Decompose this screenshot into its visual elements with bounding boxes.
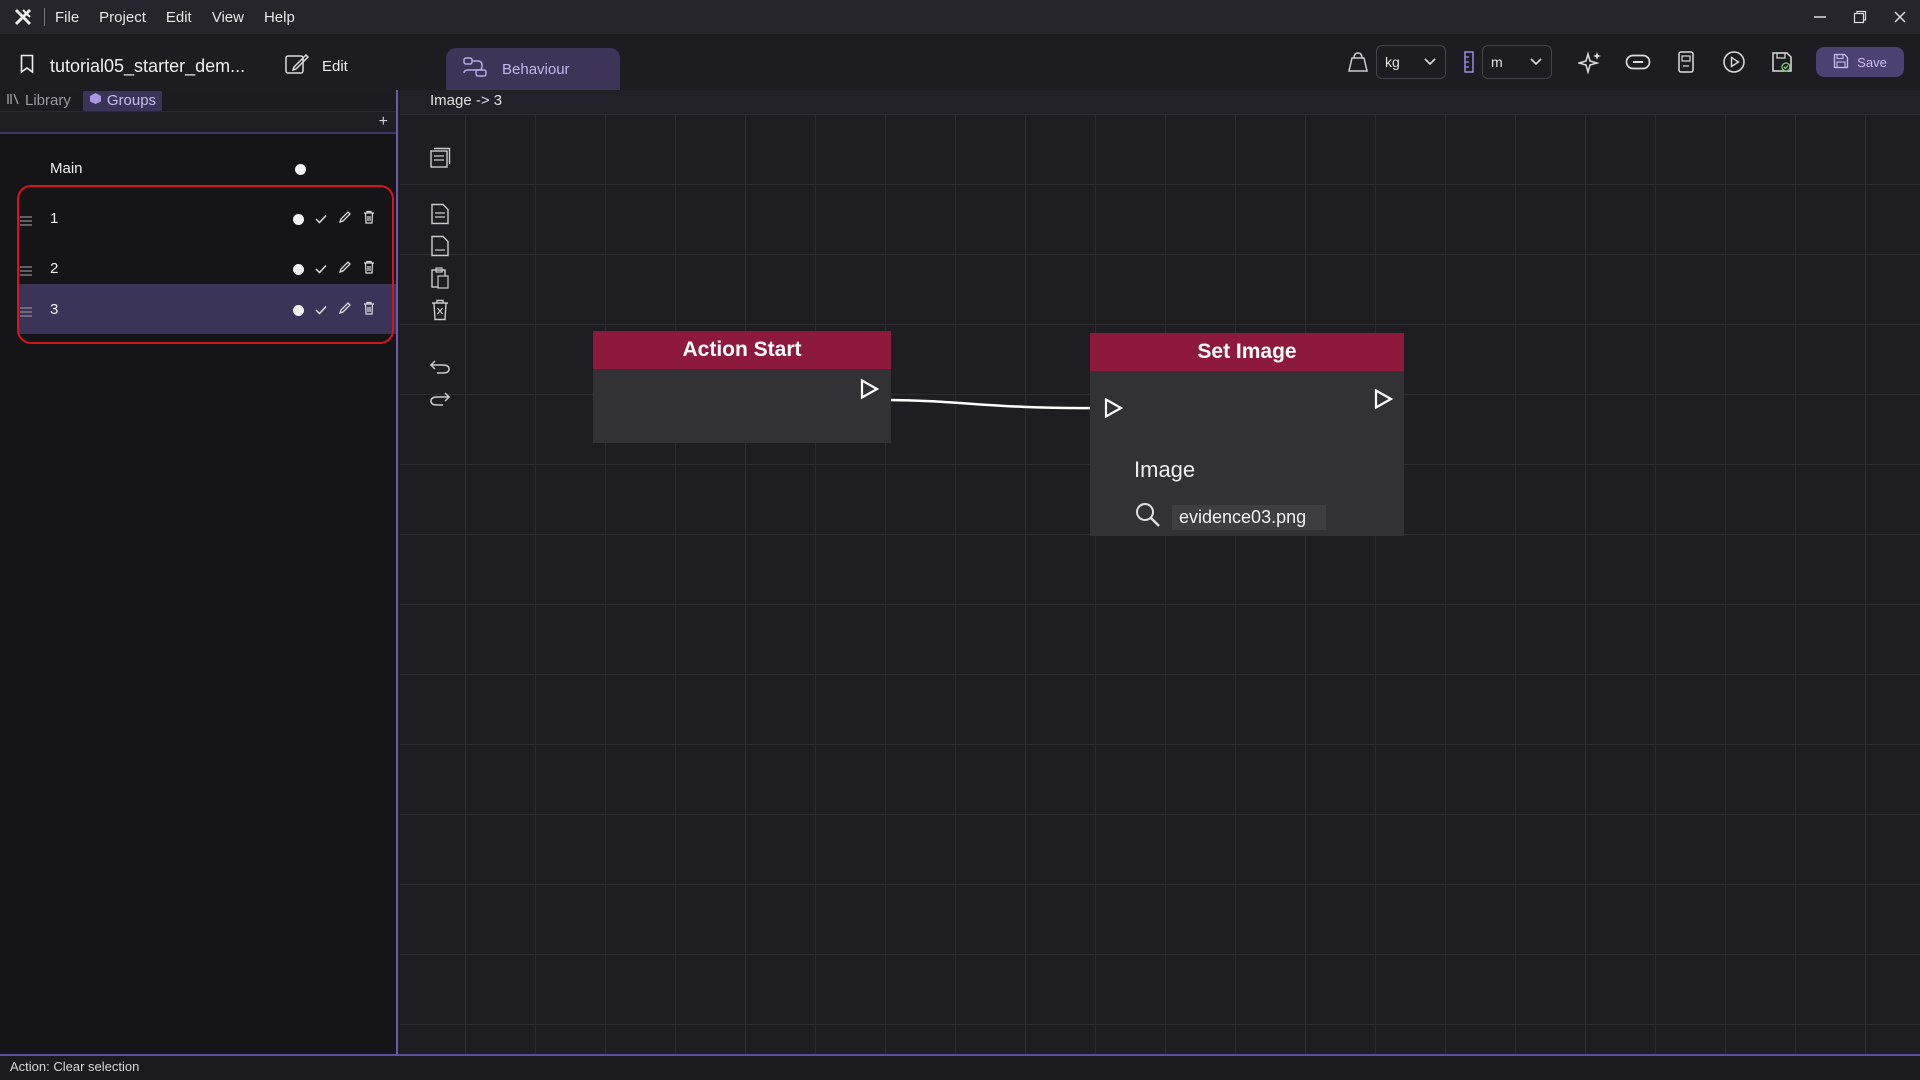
- save-label: Save: [1857, 54, 1887, 70]
- tab-library-label: Library: [25, 92, 71, 109]
- group-row[interactable]: 2: [18, 244, 396, 294]
- redo-icon[interactable]: [422, 382, 458, 414]
- group-row-actions: [293, 260, 375, 279]
- visibility-dot-icon[interactable]: [295, 164, 306, 175]
- paste-icon[interactable]: [422, 262, 458, 294]
- pencil-icon[interactable]: [338, 260, 352, 279]
- copy-icon[interactable]: [422, 230, 458, 262]
- behaviour-tab-label: Behaviour: [502, 60, 570, 78]
- chevron-down-icon: [1529, 54, 1543, 70]
- panel-tabs: Library Groups: [0, 90, 396, 112]
- tab-groups-label: Groups: [106, 92, 157, 109]
- pencil-icon[interactable]: [338, 301, 352, 320]
- tab-behaviour[interactable]: Behaviour: [446, 48, 620, 90]
- project-name: tutorial05_starter_dem...: [50, 56, 246, 76]
- group-label: 3: [50, 301, 59, 318]
- image-file-value[interactable]: evidence03.png: [1172, 505, 1327, 530]
- length-unit-value: m: [1491, 54, 1503, 70]
- edit-label: Edit: [322, 57, 348, 75]
- menu-view[interactable]: View: [211, 8, 244, 26]
- mass-unit-value: kg: [1385, 54, 1400, 70]
- app-logo-icon: [12, 6, 34, 28]
- save-check-icon[interactable]: [1766, 46, 1798, 78]
- undo-icon[interactable]: [422, 350, 458, 382]
- group-label: 1: [50, 210, 59, 227]
- toolbar: tutorial05_starter_dem... Edit Behaviour…: [0, 34, 1920, 90]
- menu-help[interactable]: Help: [263, 8, 295, 26]
- menu-file[interactable]: File: [55, 8, 80, 26]
- visibility-dot-icon[interactable]: [293, 214, 304, 225]
- device-icon[interactable]: [1670, 46, 1702, 78]
- length-unit-select[interactable]: m: [1482, 45, 1552, 79]
- exec-out-pin-icon[interactable]: [1372, 388, 1394, 410]
- exec-out-pin-icon[interactable]: [858, 378, 880, 400]
- drag-handle-icon[interactable]: [20, 213, 32, 231]
- check-icon[interactable]: [315, 302, 327, 320]
- groups-toolbar: +: [0, 112, 396, 134]
- search-icon[interactable]: [1134, 501, 1162, 534]
- trash-icon[interactable]: [363, 210, 375, 229]
- tab-library[interactable]: Library: [0, 91, 77, 111]
- visibility-dot-icon[interactable]: [293, 264, 304, 275]
- delete-icon[interactable]: [422, 294, 458, 326]
- check-icon[interactable]: [315, 211, 327, 229]
- group-row-selected[interactable]: 3: [18, 284, 396, 334]
- group-row-actions: [293, 301, 375, 320]
- trash-icon[interactable]: [363, 260, 375, 279]
- menu-separator: [44, 8, 45, 26]
- status-bar: Action: Clear selection: [0, 1054, 1920, 1080]
- restore-icon[interactable]: [1840, 0, 1880, 34]
- menubar: File Project Edit View Help: [0, 0, 1920, 34]
- tab-groups[interactable]: Groups: [82, 90, 163, 111]
- toolbar-right: kg m: [1346, 44, 1920, 80]
- groups-cube-icon: [89, 92, 102, 109]
- mass-unit-select[interactable]: kg: [1376, 45, 1446, 79]
- weight-icon: [1346, 50, 1370, 74]
- drag-handle-icon[interactable]: [20, 263, 32, 281]
- floppy-icon: [1833, 53, 1849, 72]
- gamepad-icon[interactable]: [1622, 46, 1654, 78]
- window-controls: [1800, 0, 1920, 34]
- image-field[interactable]: evidence03.png: [1134, 501, 1327, 534]
- close-icon[interactable]: [1880, 0, 1920, 34]
- node-title: Action Start: [593, 331, 891, 369]
- trash-icon[interactable]: [363, 301, 375, 320]
- group-row-main[interactable]: Main: [0, 144, 396, 194]
- connection-wire: [883, 398, 1101, 410]
- group-row[interactable]: 1: [18, 194, 396, 244]
- save-button[interactable]: Save: [1816, 47, 1904, 77]
- chevron-down-icon: [1423, 54, 1437, 70]
- visibility-dot-icon[interactable]: [293, 305, 304, 316]
- menu-edit[interactable]: Edit: [165, 8, 192, 26]
- behaviour-flow-icon: [462, 56, 488, 82]
- breadcrumb: Image -> 3: [400, 90, 1920, 114]
- edit-button[interactable]: Edit: [284, 52, 348, 80]
- pencil-icon[interactable]: [338, 210, 352, 229]
- library-icon: [6, 92, 20, 110]
- minimize-icon[interactable]: [1800, 0, 1840, 34]
- node-action-start[interactable]: Action Start: [593, 331, 891, 443]
- node-title: Set Image: [1090, 333, 1404, 371]
- sparkle-icon[interactable]: [1574, 46, 1606, 78]
- image-field-label: Image: [1134, 457, 1196, 482]
- bookmark-icon[interactable]: [20, 54, 34, 79]
- groups-panel: Library Groups + Main 1: [0, 90, 398, 1054]
- menu-project[interactable]: Project: [99, 8, 146, 26]
- drag-handle-icon[interactable]: [20, 304, 32, 322]
- node-list-icon[interactable]: [422, 142, 458, 174]
- ruler-icon: [1462, 50, 1476, 74]
- group-main-label: Main: [50, 160, 83, 177]
- group-label: 2: [50, 260, 59, 277]
- group-row-actions: [293, 210, 375, 229]
- check-icon[interactable]: [315, 261, 327, 279]
- edit-icon: [284, 52, 310, 80]
- document-icon[interactable]: [422, 198, 458, 230]
- add-group-button[interactable]: +: [378, 113, 388, 130]
- play-icon[interactable]: [1718, 46, 1750, 78]
- exec-in-pin-icon[interactable]: [1102, 397, 1124, 419]
- behaviour-canvas[interactable]: Image -> 3: [400, 90, 1920, 1054]
- node-set-image[interactable]: Set Image Image evidence03.png: [1090, 333, 1404, 536]
